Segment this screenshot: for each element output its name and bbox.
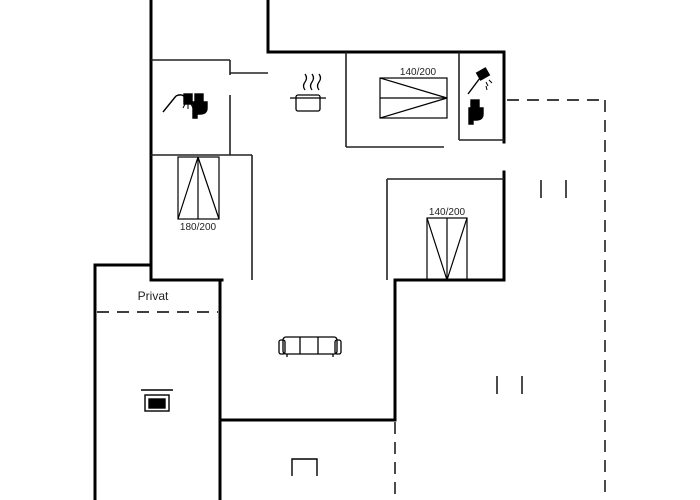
interior-walls xyxy=(151,52,504,280)
tv-icon xyxy=(141,389,173,412)
privat-label: Privat xyxy=(138,289,169,303)
shower-toilet-icon xyxy=(162,93,208,119)
kitchen-pot-icon xyxy=(290,73,326,112)
bed-top-right-label: 140/200 xyxy=(400,67,437,78)
bed-middle-right xyxy=(426,217,468,281)
bed-top-right xyxy=(379,77,448,119)
bed-left xyxy=(177,156,220,220)
sofa-icon xyxy=(278,336,342,357)
stove-icon xyxy=(291,458,318,476)
walls xyxy=(93,0,506,500)
terrace-marks xyxy=(496,180,567,394)
shower-toilet-icon-right xyxy=(467,67,493,125)
bed-left-label: 180/200 xyxy=(180,222,217,233)
bed-middle-right-label: 140/200 xyxy=(429,207,466,218)
terrace-outline xyxy=(97,99,606,500)
